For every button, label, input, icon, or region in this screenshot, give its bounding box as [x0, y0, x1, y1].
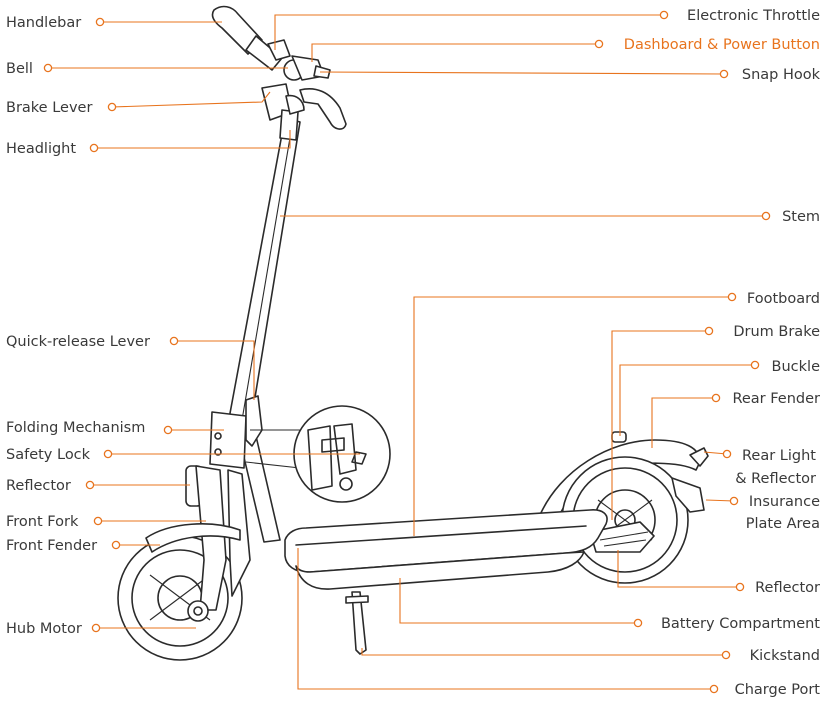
label-buckle: Buckle	[772, 359, 821, 375]
buckle-shape	[611, 431, 627, 443]
folding-mechanism-shape	[209, 411, 247, 469]
label-dashboard-power-button: Dashboard & Power Button	[624, 37, 820, 53]
battery-compartment-shape	[295, 551, 585, 590]
label-quick-release-lever: Quick-release Lever	[6, 334, 150, 350]
label-rear-fender: Rear Fender	[732, 391, 820, 407]
label-electronic-throttle: Electronic Throttle	[687, 8, 820, 24]
label-insurance-line1: Insurance	[749, 494, 820, 510]
leader-dots	[43, 10, 771, 694]
label-bell: Bell	[6, 61, 33, 77]
label-hub-motor: Hub Motor	[6, 621, 82, 637]
label-front-fender: Front Fender	[6, 538, 97, 554]
label-rear-light-line1: Rear Light	[742, 448, 816, 464]
label-safety-lock: Safety Lock	[6, 447, 91, 463]
label-headlight: Headlight	[6, 141, 76, 157]
stem-shape	[227, 117, 301, 429]
label-kickstand: Kickstand	[750, 648, 820, 664]
scooter-illustration	[117, 5, 709, 661]
label-insurance-line2: Plate Area	[746, 516, 820, 532]
front-fork-shape	[195, 465, 227, 611]
front-fender-shape	[145, 523, 241, 553]
drum-brake-shape	[589, 521, 655, 553]
label-reflector-rear: Reflector	[755, 580, 820, 596]
labels-right: Electronic Throttle Dashboard & Power Bu…	[624, 8, 821, 698]
labels-left: Handlebar Bell Brake Lever Headlight Qui…	[6, 15, 150, 637]
electronic-throttle-shape	[267, 39, 291, 61]
label-charge-port: Charge Port	[735, 682, 821, 698]
leader-lines	[48, 14, 766, 690]
kickstand-shape	[351, 591, 367, 655]
rear-light-shape	[689, 447, 709, 467]
hub-motor-shape	[187, 600, 209, 622]
label-handlebar: Handlebar	[6, 15, 81, 31]
label-folding-mechanism: Folding Mechanism	[6, 420, 145, 436]
label-drum-brake: Drum Brake	[733, 324, 820, 340]
label-footboard: Footboard	[747, 291, 820, 307]
label-battery-compartment: Battery Compartment	[661, 616, 820, 632]
label-front-fork: Front Fork	[6, 514, 79, 530]
insurance-plate-bracket	[671, 477, 705, 513]
label-stem: Stem	[782, 209, 820, 225]
label-rear-light-line2: & Reflector	[735, 471, 816, 487]
label-reflector-front: Reflector	[6, 478, 71, 494]
quick-release-lever-shape	[245, 395, 263, 447]
headlight-shape	[279, 109, 299, 141]
label-snap-hook: Snap Hook	[742, 67, 821, 83]
label-brake-lever: Brake Lever	[6, 100, 92, 116]
